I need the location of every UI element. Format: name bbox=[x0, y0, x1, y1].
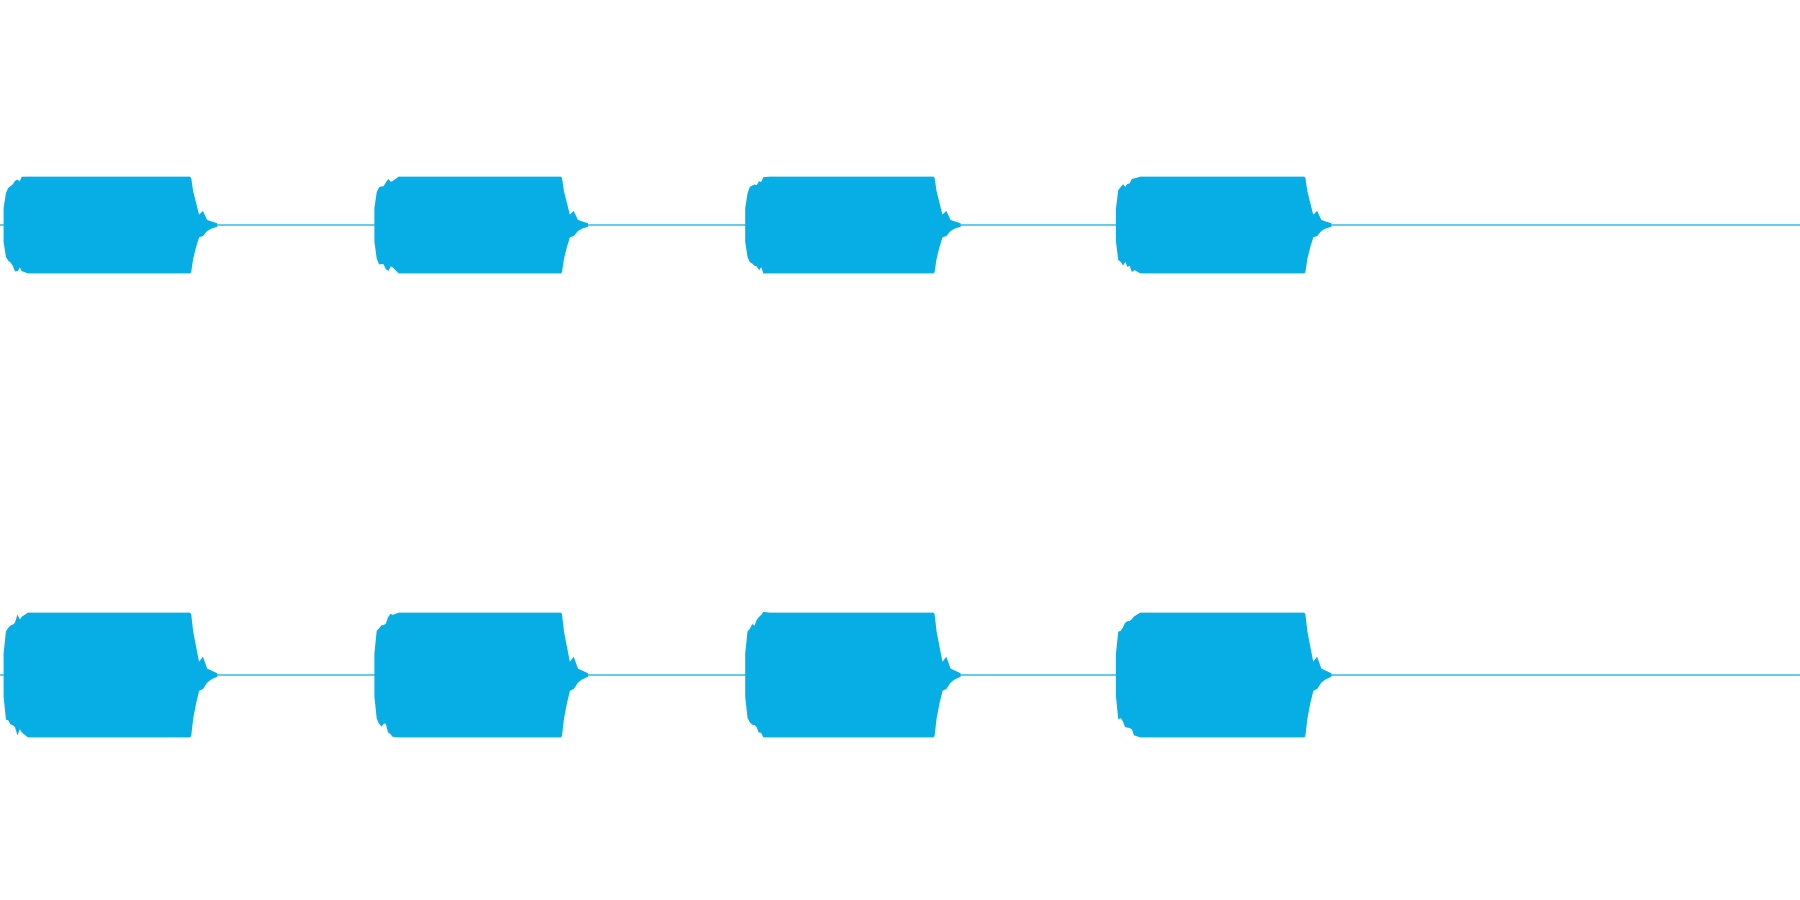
channel-right-pulse-2 bbox=[374, 612, 588, 738]
channel-right bbox=[0, 611, 1800, 738]
channel-left-pulse-4 bbox=[1116, 176, 1332, 274]
channel-left-pulse-3 bbox=[745, 176, 961, 274]
channels-layer bbox=[0, 176, 1800, 738]
channel-left bbox=[0, 176, 1800, 274]
channel-right-pulse-3 bbox=[745, 611, 961, 738]
channel-left-pulse-2 bbox=[374, 176, 588, 274]
channel-left-pulse-1 bbox=[3, 176, 218, 274]
channel-right-pulse-4 bbox=[1116, 612, 1332, 738]
channel-right-pulse-1 bbox=[3, 612, 218, 738]
